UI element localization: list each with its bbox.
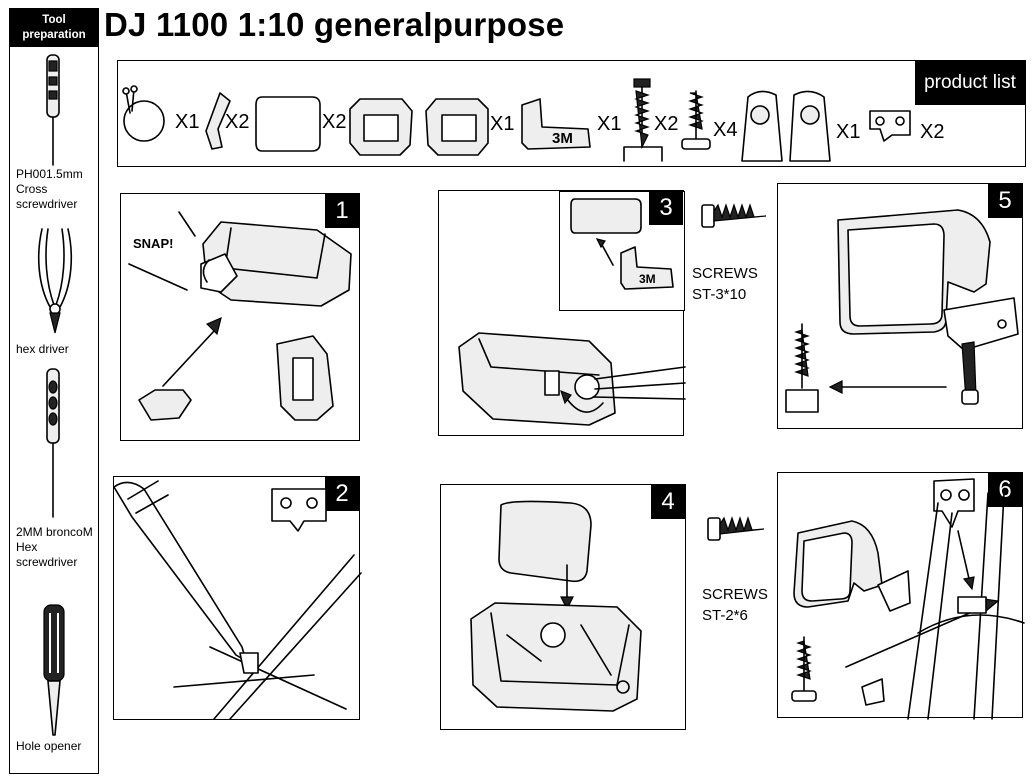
clip-icon — [205, 92, 231, 150]
bracket-icon — [869, 110, 911, 142]
housing-pair-icon — [349, 98, 489, 156]
step-3-number: 3 — [649, 191, 683, 225]
screw-st2x6-icon — [707, 516, 765, 541]
svg-text:3M: 3M — [552, 130, 573, 147]
hole-opener-icon — [43, 604, 65, 736]
step-5-panel: 5 — [777, 183, 1023, 429]
step-4-panel: 4 — [440, 484, 686, 730]
screw-note-st2x6: SCREWS ST-2*6 — [702, 584, 768, 626]
tool-label-hex-screwdriver: 2MM broncoM Hex screwdriver — [16, 525, 93, 569]
page-title: DJ 1100 1:10 generalpurpose — [104, 6, 565, 43]
step-6-illustration — [791, 478, 1025, 720]
screw-note-st2x6-line1: SCREWS — [702, 586, 768, 603]
product-list-label: product list — [915, 61, 1025, 105]
step-2-panel: 2 — [113, 476, 362, 720]
hex-driver-pliers-icon — [37, 228, 73, 334]
step-6-number: 6 — [988, 473, 1022, 507]
long-screw-icon — [623, 78, 663, 162]
mount-base-pair-icon — [741, 90, 831, 162]
step-1-illustration: SNAP! — [128, 211, 352, 421]
step-1-panel: 1 SNAP! — [120, 193, 360, 441]
screw-st3x10-icon — [701, 203, 767, 228]
screw-note-st3x10: SCREWS ST-3*10 — [692, 263, 758, 305]
step-3-illustration: 3M — [458, 198, 686, 426]
qty-short-screw: X4 — [713, 119, 738, 141]
tool-label-hex-driver: hex driver — [16, 342, 69, 356]
wire-loop-icon — [122, 85, 165, 142]
step-5-illustration — [785, 209, 1019, 413]
screw-note-st3x10-line1: SCREWS — [692, 265, 758, 282]
qty-clip: X2 — [225, 111, 250, 133]
qty-wire-loop: X1 — [175, 111, 200, 133]
qty-long-screw: X2 — [654, 113, 679, 135]
svg-text:3M: 3M — [639, 272, 656, 286]
step-3-panel: 3 3M — [438, 190, 686, 436]
step-4-illustration — [470, 500, 642, 712]
tool-label-cross-screwdriver: PH001.5mm Cross screwdriver — [16, 167, 83, 211]
snap-annotation: SNAP! — [133, 236, 173, 251]
3m-tape-icon: 3M — [521, 98, 591, 150]
product-list-panel: product list X1 X2 X2 X1 3M X1 X2 X4 — [117, 60, 1026, 167]
qty-mirror-pad: X2 — [322, 111, 347, 133]
cross-screwdriver-icon — [46, 54, 60, 166]
qty-bracket: X2 — [920, 121, 945, 143]
step-2-illustration — [113, 480, 362, 720]
short-screw-icon — [681, 90, 711, 150]
screw-note-st2x6-line2: ST-2*6 — [702, 607, 748, 624]
step-5-number: 5 — [988, 184, 1022, 218]
tool-preparation-panel: Tool preparation PH001.5mm Cross screwdr… — [9, 8, 99, 774]
qty-housing-pair: X1 — [490, 113, 515, 135]
step-4-number: 4 — [651, 485, 685, 519]
qty-3m-tape: X1 — [597, 113, 622, 135]
qty-mount-base-pair: X1 — [836, 121, 861, 143]
step-1-number: 1 — [325, 194, 359, 228]
hex-screwdriver-icon — [46, 368, 60, 518]
step-6-panel: 6 — [777, 472, 1025, 720]
mirror-pad-icon — [255, 96, 321, 152]
tool-preparation-header: Tool preparation — [10, 9, 98, 47]
screw-note-st3x10-line2: ST-3*10 — [692, 286, 747, 303]
tool-label-hole-opener: Hole opener — [16, 739, 82, 753]
step-2-number: 2 — [325, 477, 359, 511]
